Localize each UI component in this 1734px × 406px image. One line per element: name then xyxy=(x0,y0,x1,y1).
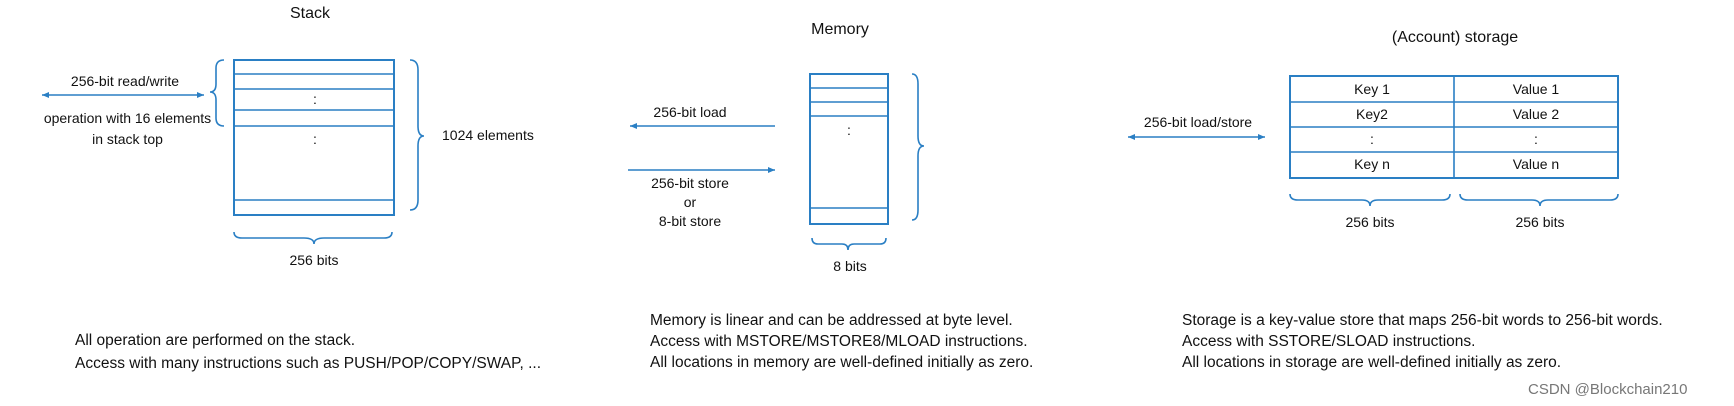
stack-elements-label: 1024 elements xyxy=(442,127,534,143)
memory-desc-line1: Memory is linear and can be addressed at… xyxy=(650,312,1013,329)
memory-height-brace xyxy=(911,73,925,221)
stack-desc-line1: All operation are performed on the stack… xyxy=(75,332,356,349)
storage-value-width-brace xyxy=(1459,193,1619,207)
storage-key-cell: : xyxy=(1370,131,1374,147)
storage-table xyxy=(1289,75,1619,179)
memory-box xyxy=(809,73,889,225)
stack-width-label: 256 bits xyxy=(289,252,339,268)
storage-key-width-brace xyxy=(1289,193,1451,207)
storage-arrow-label: 256-bit load/store xyxy=(1143,114,1253,130)
stack-width-brace xyxy=(233,231,393,245)
memory-block xyxy=(809,73,889,225)
storage-key-width-label: 256 bits xyxy=(1345,214,1395,230)
stack-dots-top: : xyxy=(313,91,317,107)
stack-desc-line2: Access with many instructions such as PU… xyxy=(75,355,542,372)
storage-desc-line1: Storage is a key-value store that maps 2… xyxy=(1182,312,1663,329)
stack-box xyxy=(233,59,395,216)
memory-store-label-line3: 8-bit store xyxy=(658,213,722,229)
memory-width-label: 8 bits xyxy=(833,258,867,274)
stack-elements-brace xyxy=(409,59,425,211)
storage-value-cell: : xyxy=(1534,131,1538,147)
memory-title: Memory xyxy=(811,21,869,38)
memory-desc-line2: Access with MSTORE/MSTORE8/MLOAD instruc… xyxy=(650,333,1028,350)
storage-value-cell: Value 2 xyxy=(1512,106,1560,122)
memory-store-label-line1: 256-bit store xyxy=(651,175,729,191)
storage-title: (Account) storage xyxy=(1391,29,1519,46)
watermark: CSDN @Blockchain210 xyxy=(1528,381,1688,398)
storage-value-width-label: 256 bits xyxy=(1515,214,1565,230)
stack-op-label-line2: in stack top xyxy=(92,131,163,147)
memory-desc-line3: All locations in memory are well-defined… xyxy=(650,354,1034,371)
storage-key-cell: Key n xyxy=(1354,156,1390,172)
storage-key-cell: Key2 xyxy=(1356,106,1388,122)
stack-top-brace xyxy=(209,59,225,127)
stack-op-label-line1: operation with 16 elements xyxy=(43,110,212,126)
storage-desc-line3: All locations in storage are well-define… xyxy=(1182,354,1562,371)
stack-dots-middle: : xyxy=(313,131,317,147)
memory-load-label: 256-bit load xyxy=(653,104,727,120)
storage-key-cell: Key 1 xyxy=(1354,81,1390,97)
stack-arrow-label: 256-bit read/write xyxy=(70,73,180,89)
storage-desc-line2: Access with SSTORE/SLOAD instructions. xyxy=(1182,333,1476,350)
stack-title: Stack xyxy=(289,5,330,22)
memory-store-label-line2: or xyxy=(683,194,697,210)
storage-value-cell: Value n xyxy=(1512,156,1560,172)
memory-dots: : xyxy=(847,122,851,138)
storage-value-cell: Value 1 xyxy=(1512,81,1560,97)
stack-block xyxy=(233,59,395,216)
memory-width-brace xyxy=(811,237,887,251)
